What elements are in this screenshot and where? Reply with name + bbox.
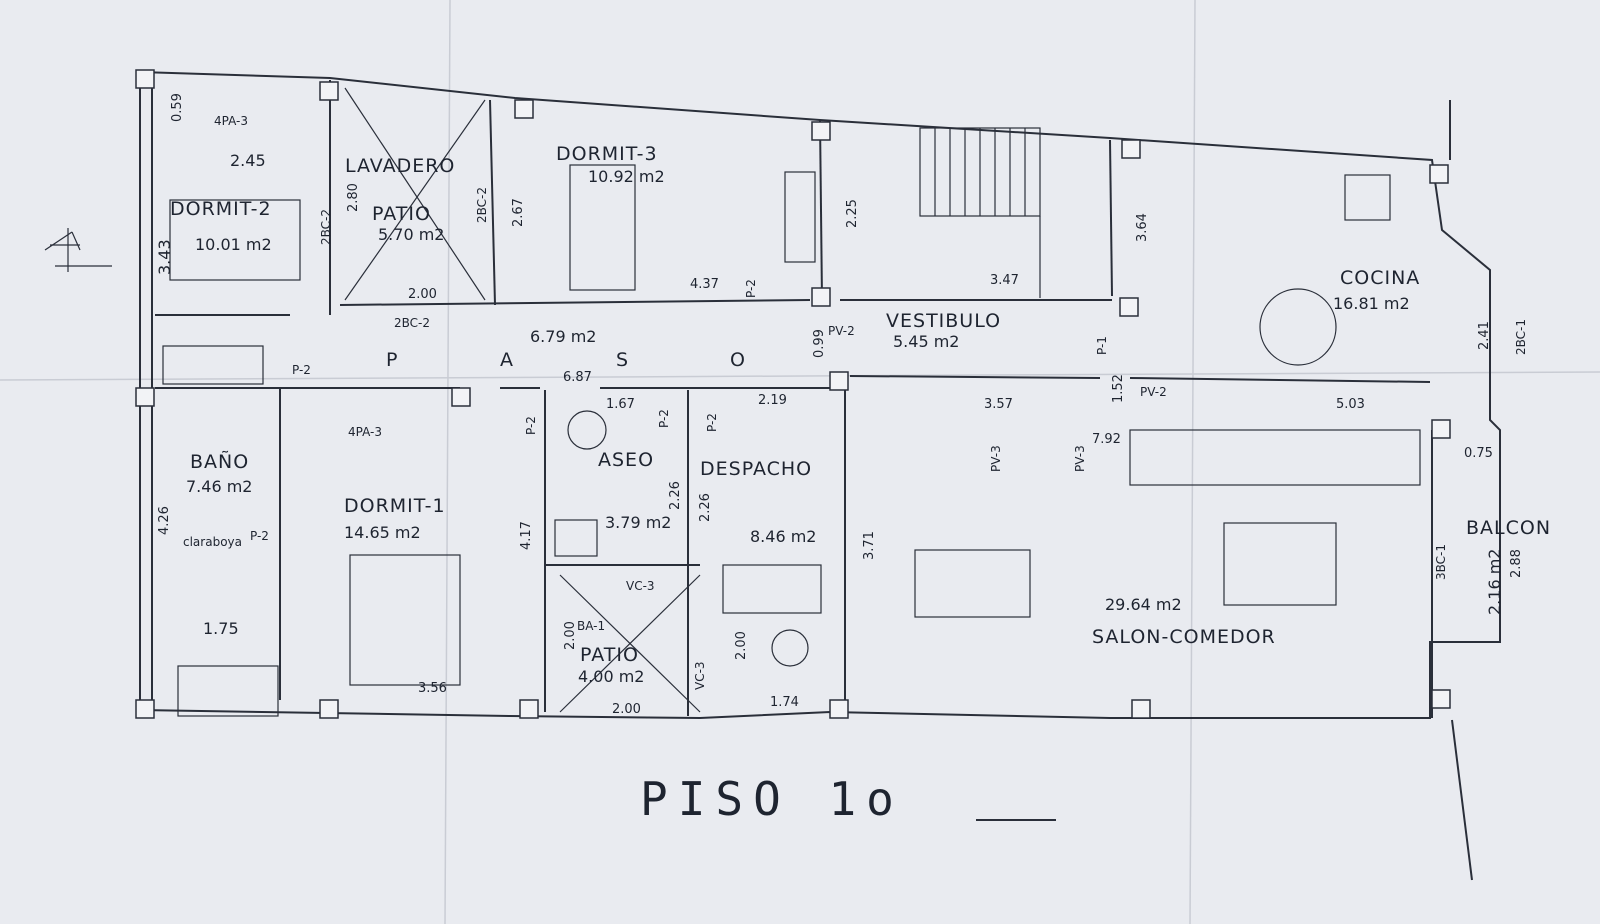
room-vestibulo-name: VESTIBULO — [886, 310, 1001, 332]
dim-2-26-aseo: 2.26 — [668, 481, 683, 510]
dim-2-00-patio-bottom: 2.00 — [612, 702, 641, 717]
dim-7-92: 7.92 — [1092, 432, 1121, 447]
code-2bc-1: 2BC-1 — [1514, 319, 1528, 355]
dim-3-71: 3.71 — [862, 531, 877, 560]
paso-letter-a: A — [500, 349, 514, 371]
dim-0-59: 0.59 — [170, 93, 185, 122]
dim-2-26-despacho: 2.26 — [698, 493, 713, 522]
dim-2-19: 2.19 — [758, 393, 787, 408]
dim-4-26: 4.26 — [157, 506, 172, 535]
code-2bc-2-left: 2BC-2 — [319, 209, 333, 245]
paso-letter-p: P — [386, 349, 398, 371]
room-dormit-2-area: 10.01 m2 — [195, 235, 272, 254]
label-claraboya: claraboya — [183, 535, 242, 549]
code-4pa-3-top: 4PA-3 — [214, 114, 248, 128]
paso-letter-o: O — [730, 349, 746, 371]
dim-3-56: 3.56 — [418, 681, 447, 696]
room-despacho-area: 8.46 m2 — [750, 527, 816, 546]
room-dormit-1-area: 14.65 m2 — [344, 523, 421, 542]
dim-3-43: 3.43 — [155, 239, 174, 275]
room-balcon-name: BALCON — [1466, 517, 1551, 539]
room-despacho-name: DESPACHO — [700, 458, 812, 480]
code-p-2-bano: P-2 — [250, 529, 269, 543]
dim-3-47: 3.47 — [990, 273, 1019, 288]
room-bano-area: 7.46 m2 — [186, 477, 252, 496]
dim-2-00-patio-side: 2.00 — [563, 621, 578, 650]
room-cocina-area: 16.81 m2 — [1333, 294, 1410, 313]
dim-1-67: 1.67 — [606, 397, 635, 412]
dim-2-45: 2.45 — [230, 151, 266, 170]
dim-4-17: 4.17 — [519, 521, 534, 550]
code-pv-3-right: PV-3 — [1073, 445, 1087, 472]
code-3bc-1: 3BC-1 — [1434, 544, 1448, 580]
dim-6-87: 6.87 — [563, 370, 592, 385]
code-ba-1: BA-1 — [577, 619, 605, 633]
room-salon-comedor-name: SALON-COMEDOR — [1092, 626, 1276, 648]
dim-2-00-patio-right: 2.00 — [734, 631, 749, 660]
code-2bc-2-right: 2BC-2 — [475, 187, 489, 223]
patio-voids — [344, 87, 701, 713]
plan-title: PISO 1o — [640, 772, 904, 826]
furniture — [162, 164, 1421, 717]
code-p-1: P-1 — [1095, 336, 1109, 355]
room-patio-1-area: 5.70 m2 — [378, 225, 444, 244]
room-dormit-1-name: DORMIT-1 — [344, 495, 446, 517]
code-vc-3-side: VC-3 — [693, 661, 707, 690]
north-arrow-icon — [44, 228, 112, 272]
room-vestibulo-area: 5.45 m2 — [893, 332, 959, 351]
dim-1-74: 1.74 — [770, 695, 799, 710]
dim-3-57: 3.57 — [984, 397, 1013, 412]
dim-4-37: 4.37 — [690, 277, 719, 292]
room-aseo-name: ASEO — [598, 449, 654, 471]
code-vc-3-top: VC-3 — [626, 579, 655, 593]
room-lavadero-name: LAVADERO — [345, 155, 455, 177]
code-pv-3-left: PV-3 — [989, 445, 1003, 472]
room-dormit-3-area: 10.92 m2 — [588, 167, 665, 186]
structural-columns — [135, 69, 1451, 719]
code-2bc-2-bottom: 2BC-2 — [394, 316, 430, 330]
room-cocina-name: COCINA — [1340, 267, 1420, 289]
room-balcon-area: 2.16 m2 — [1485, 549, 1504, 615]
room-paso-area: 6.79 m2 — [530, 327, 596, 346]
dim-0-75: 0.75 — [1464, 446, 1493, 461]
dim-0-99: 0.99 — [812, 329, 827, 358]
staircase — [919, 127, 1041, 298]
code-p-2-aseo-left: P-2 — [524, 416, 538, 435]
code-p-2-dormit-3: P-2 — [744, 279, 758, 298]
dim-1-52: 1.52 — [1111, 374, 1126, 403]
dim-2-00-top: 2.00 — [408, 287, 437, 302]
dim-3-64: 3.64 — [1135, 213, 1150, 242]
dim-2-41: 2.41 — [1477, 321, 1492, 350]
dim-2-80: 2.80 — [346, 183, 361, 212]
room-patio-1-name: PATIO — [372, 203, 431, 225]
room-salon-comedor-area: 29.64 m2 — [1105, 595, 1182, 614]
dim-2-67: 2.67 — [511, 198, 526, 227]
dim-1-75: 1.75 — [203, 619, 239, 638]
interior-walls — [155, 80, 1433, 718]
code-p-2-paso: P-2 — [292, 363, 311, 377]
room-patio-2-name: PATIO — [580, 644, 639, 666]
dim-2-88: 2.88 — [1509, 549, 1524, 578]
room-dormit-3-name: DORMIT-3 — [556, 143, 658, 165]
code-p-2-despacho: P-2 — [705, 413, 719, 432]
code-p-2-aseo-right: P-2 — [657, 409, 671, 428]
code-pv-2-cocina: PV-2 — [1140, 385, 1167, 399]
paso-letter-s: S — [616, 349, 629, 371]
code-4pa-3-bottom: 4PA-3 — [348, 425, 382, 439]
room-dormit-2-name: DORMIT-2 — [170, 198, 272, 220]
dim-2-25: 2.25 — [845, 199, 860, 228]
room-bano-name: BAÑO — [190, 450, 249, 473]
code-pv-2-vestibulo: PV-2 — [828, 324, 855, 338]
room-aseo-area: 3.79 m2 — [605, 513, 671, 532]
room-patio-2-area: 4.00 m2 — [578, 667, 644, 686]
dim-5-03: 5.03 — [1336, 397, 1365, 412]
